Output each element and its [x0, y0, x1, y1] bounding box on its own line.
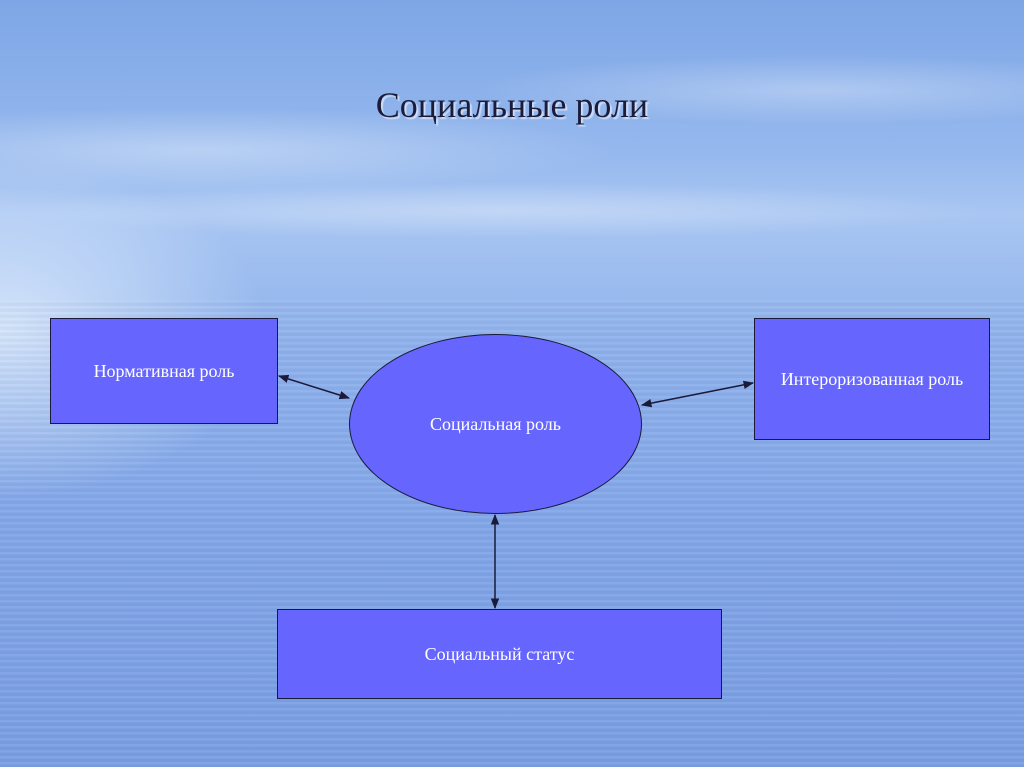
normative-role-box: Нормативная роль	[50, 318, 278, 424]
social-role-ellipse: Социальная роль	[349, 334, 642, 514]
arrow-center-internalized	[640, 380, 755, 408]
social-role-label: Социальная роль	[430, 413, 561, 434]
internalized-role-label: Интероризованная роль	[780, 369, 964, 389]
slide-title: Социальные роли	[375, 85, 649, 125]
social-status-label: Социальный статус	[424, 644, 575, 664]
arrow-normative-center	[277, 374, 351, 400]
social-status-box: Социальный статус	[277, 609, 722, 699]
normative-role-label: Нормативная роль	[93, 361, 235, 381]
internalized-role-box: Интероризованная роль	[754, 318, 990, 440]
